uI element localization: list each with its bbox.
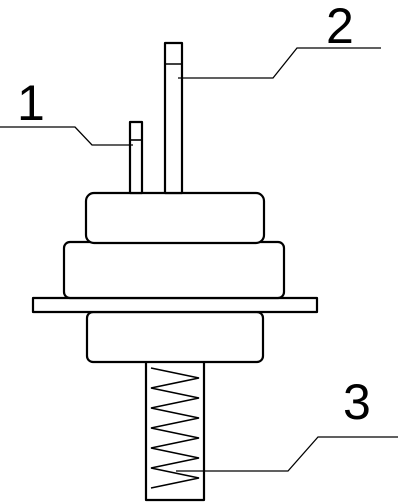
leader-line-1	[0, 126, 133, 146]
middle-body	[62, 240, 286, 300]
label-3: 3	[343, 374, 371, 430]
top-cap	[84, 191, 266, 245]
label-1: 1	[17, 75, 45, 131]
leader-line-2	[178, 47, 381, 79]
lower-body	[85, 310, 265, 364]
terminal-1-lead	[128, 120, 144, 195]
label-2: 2	[326, 0, 354, 54]
terminal-1	[128, 120, 144, 195]
threaded-stud	[144, 356, 206, 502]
terminal-2	[163, 41, 184, 195]
mounting-flange	[31, 296, 319, 314]
terminal-2-lead	[163, 41, 184, 195]
stud-thread	[150, 367, 200, 489]
leader-line-3	[176, 436, 398, 472]
